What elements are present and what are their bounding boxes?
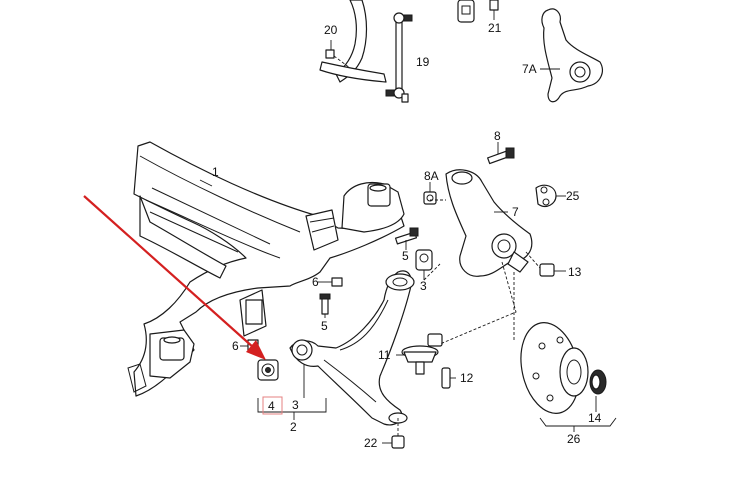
wheel-bearing-14 [589, 369, 607, 412]
label-26: 26 [567, 432, 581, 446]
label-7a: 7A [522, 62, 537, 76]
bolt-12 [441, 367, 456, 389]
nut-8a [423, 182, 437, 205]
bushing-21 [457, 0, 499, 23]
bolt-5-lower [319, 293, 331, 318]
steering-knuckle-7a [540, 8, 603, 103]
label-8a: 8A [424, 169, 439, 183]
nut-22 [382, 435, 405, 449]
coupling-rod-19 [385, 12, 413, 103]
label-12: 12 [460, 371, 474, 385]
bushing-3-front [415, 249, 433, 280]
nut-13 [539, 263, 566, 277]
red-arrow-icon [83, 195, 266, 360]
label-5-lower: 5 [321, 319, 328, 333]
label-2: 2 [290, 420, 297, 434]
label-21: 21 [488, 21, 502, 35]
steering-knuckle-7 [445, 169, 533, 277]
label-11: 11 [378, 348, 391, 362]
label-3-front: 3 [420, 279, 427, 293]
label-5-upper: 5 [402, 249, 409, 263]
label-25: 25 [566, 189, 580, 203]
wheel-hub-26 [520, 322, 589, 414]
group-bracket-26 [539, 417, 617, 432]
ball-joint-11 [396, 333, 443, 375]
label-13: 13 [568, 265, 582, 279]
nut-6-upper [318, 277, 343, 287]
stabilizer-bar-assembly [319, 0, 387, 83]
label-14: 14 [588, 411, 602, 425]
group-bracket-2 [257, 398, 327, 420]
label-20: 20 [324, 23, 338, 37]
assembly-lines [397, 199, 541, 436]
part-4-highlight-box [262, 396, 283, 415]
wishbone-3 [289, 270, 415, 426]
bolt-8 [487, 142, 515, 165]
bushing-4 [257, 359, 279, 381]
label-22: 22 [364, 436, 378, 450]
label-19: 19 [416, 55, 430, 69]
label-8: 8 [494, 129, 501, 143]
label-6-lower: 6 [232, 339, 239, 353]
bolt-5-upper [394, 227, 419, 250]
subframe-1 [127, 141, 405, 397]
label-4: 4 [268, 399, 275, 413]
part-labels: 1 2 3 3 4 5 5 6 6 7 7A 8 8A 11 12 13 14 … [212, 21, 602, 450]
bolt-20 [325, 40, 351, 69]
bracket-25 [535, 184, 566, 208]
label-1: 1 [212, 165, 219, 179]
label-3: 3 [292, 398, 299, 412]
label-6-upper: 6 [312, 275, 319, 289]
label-7: 7 [512, 205, 519, 219]
